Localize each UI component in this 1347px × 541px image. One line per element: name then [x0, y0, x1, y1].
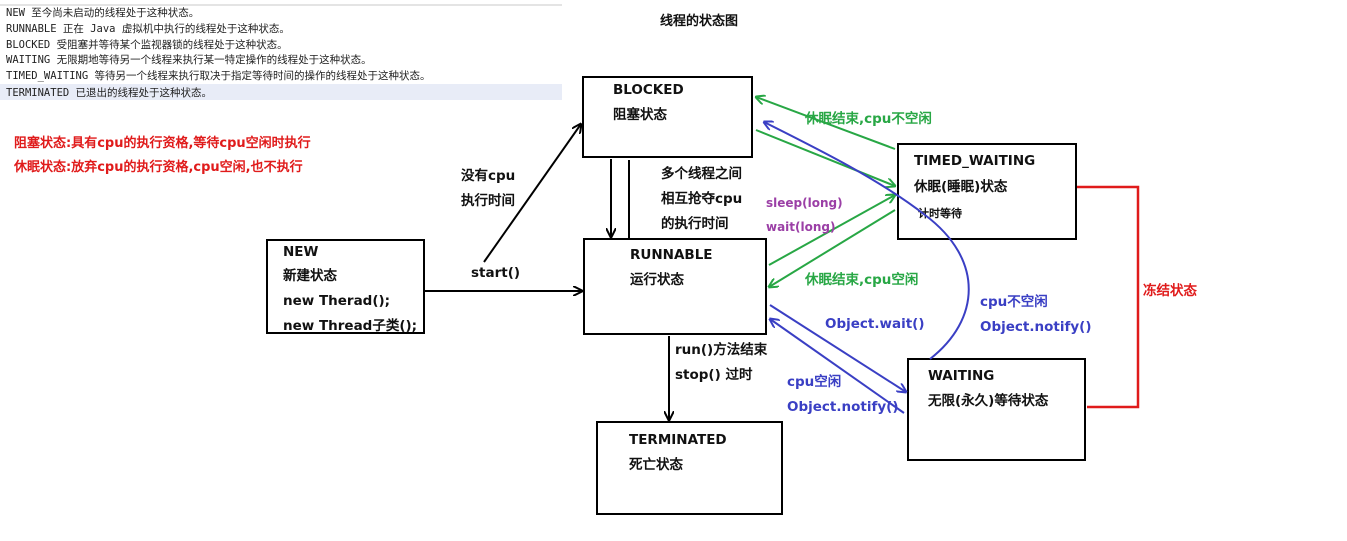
- waiting-desc: 无限(永久)等待状态: [927, 392, 1049, 409]
- label-no-cpu-1: 没有cpu: [461, 167, 515, 184]
- note-new: NEW 至今尚未启动的线程处于这种状态。: [6, 6, 199, 19]
- label-obj-notify-2: Object.notify(): [787, 399, 899, 415]
- terminated-desc: 死亡状态: [628, 456, 683, 473]
- note-runnable: RUNNABLE 正在 Java 虚拟机中执行的线程处于这种状态。: [6, 22, 290, 35]
- timed-waiting-sub: 计时等待: [918, 206, 962, 220]
- label-compete-2: 相互抢夺cpu: [661, 190, 742, 207]
- note-waiting: WAITING 无限期地等待另一个线程来执行某一特定操作的线程处于这种状态。: [6, 53, 372, 66]
- state-box-new: [266, 239, 425, 334]
- new-name: NEW: [283, 244, 319, 260]
- timed-waiting-desc: 休眠(睡眠)状态: [913, 178, 1008, 195]
- diagram-title: 线程的状态图: [660, 13, 738, 29]
- timed-waiting-name: TIMED_WAITING: [914, 153, 1035, 169]
- blocked-name: BLOCKED: [613, 82, 684, 98]
- new-desc: 新建状态: [283, 267, 337, 284]
- runnable-desc: 运行状态: [630, 271, 684, 288]
- note-blocked: BLOCKED 受阻塞并等待某个监视器锁的线程处于这种状态。: [6, 38, 288, 51]
- red-note-blocked: 阻塞状态:具有cpu的执行资格,等待cpu空闲时执行: [14, 135, 311, 151]
- label-sleep-end-idle: 休眠结束,cpu空闲: [804, 271, 918, 288]
- blocked-desc: 阻塞状态: [613, 106, 667, 123]
- arrow-waiting-to-blocked: [764, 122, 970, 360]
- label-sleep-end-busy: 休眠结束,cpu不空闲: [804, 110, 932, 127]
- notes-panel: NEW 至今尚未启动的线程处于这种状态。 RUNNABLE 正在 Java 虚拟…: [0, 4, 562, 100]
- label-cpu-idle: cpu空闲: [787, 373, 841, 390]
- state-box-runnable: [583, 238, 767, 335]
- label-stop: stop() 过时: [675, 366, 753, 383]
- new-line4: new Thread子类();: [283, 317, 417, 334]
- state-box-waiting: [907, 358, 1086, 461]
- state-box-terminated: [596, 421, 783, 515]
- arrow-runnable-to-waiting: [769, 304, 906, 392]
- state-box-blocked: [582, 76, 753, 158]
- frozen-bracket: [1077, 185, 1140, 409]
- note-timed-waiting: TIMED_WAITING 等待另一个线程来执行取决于指定等待时间的操作的线程处…: [6, 69, 431, 82]
- label-start: start(): [471, 265, 520, 281]
- arrow-waiting-to-runnable: [770, 319, 905, 414]
- label-obj-wait: Object.wait(): [825, 316, 925, 332]
- new-line3: new Therad();: [283, 293, 390, 309]
- arrow-blocked-to-timed: [755, 129, 895, 186]
- red-note-sleep: 休眠状态:放弃cpu的执行资格,cpu空闲,也不执行: [13, 159, 303, 175]
- label-run-end: run()方法结束: [675, 341, 768, 358]
- label-wait-long: wait(long): [766, 220, 836, 234]
- label-sleep-long: sleep(long): [766, 196, 843, 210]
- label-compete-3: 的执行时间: [661, 215, 729, 232]
- runnable-name: RUNNABLE: [630, 247, 713, 263]
- arrow-timed-to-blocked: [756, 97, 896, 150]
- note-terminated: TERMINATED 已退出的线程处于这种状态。: [6, 86, 212, 99]
- label-cpu-busy: cpu不空闲: [980, 293, 1048, 310]
- label-frozen: 冻结状态: [1143, 282, 1197, 299]
- label-compete-1: 多个线程之间: [661, 165, 742, 182]
- arrow-runnable-to-timed: [768, 195, 895, 266]
- arrow-new-to-blocked: [483, 124, 581, 263]
- label-no-cpu-2: 执行时间: [461, 192, 515, 209]
- arrow-timed-to-runnable: [769, 209, 896, 287]
- waiting-name: WAITING: [928, 368, 994, 384]
- label-obj-notify-1: Object.notify(): [980, 319, 1092, 335]
- note-highlight: [0, 84, 562, 100]
- terminated-name: TERMINATED: [629, 432, 727, 448]
- state-box-timed-waiting: [897, 143, 1077, 240]
